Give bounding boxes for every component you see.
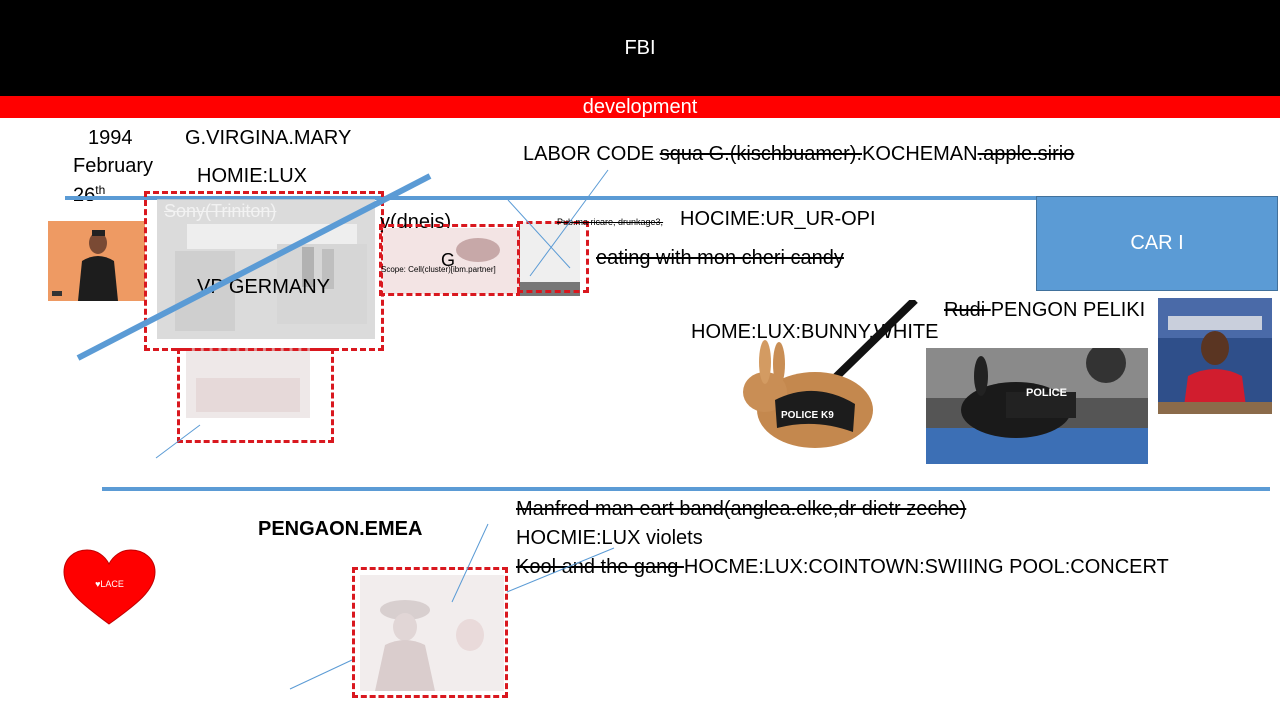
press-secretary-photo: [1158, 298, 1272, 414]
rabbit-k9-image: POLICE K9: [735, 297, 920, 462]
divider-bottom: [102, 487, 1270, 491]
label-manfred: Manfred man eart band(anglea.elke,dr die…: [516, 498, 967, 520]
dashed-frame-sony: [144, 191, 384, 351]
rabbit-police-vest-text: POLICE: [1026, 387, 1067, 399]
label-pengon: PENGON PELIKI: [990, 299, 1146, 321]
dashed-frame-cowboy: [352, 567, 508, 698]
dashed-frame-car: [177, 348, 334, 443]
label-g: G: [441, 250, 456, 270]
page-subtitle: development: [582, 96, 698, 118]
label-hocime: HOCIME:UR_UR-OPI: [680, 208, 876, 230]
connector-line-5: [289, 659, 353, 690]
label-pengaon: PENGAON.EMEA: [258, 518, 423, 540]
press-secretary-art: [1158, 298, 1272, 414]
labor-code-kocheman: KOCHEMAN: [862, 143, 978, 165]
label-homie-lux: HOMIE:LUX: [197, 165, 308, 187]
divider-top: [65, 196, 1278, 200]
label-rudi: Rudi: [944, 299, 991, 321]
labor-code-strike-1: squa G.(kischbuamer).: [659, 143, 862, 165]
label-kool-line: Kool and the gang HOCME:LUX:COINTOWN:SWI…: [516, 556, 1169, 579]
person-photo: [48, 221, 145, 301]
title-bar: FBI: [0, 0, 1280, 96]
label-hocmie-violets: HOCMIE:LUX violets: [516, 527, 703, 549]
label-small-strike: Pub.ma ricare, drunkage3,: [557, 217, 664, 227]
label-kool: Kool and the gang: [516, 556, 684, 578]
label-hocme-concert: HOCME:LUX:COINTOWN:SWIIING POOL:CONCERT: [683, 556, 1169, 578]
rabbit-k9-vest-text: POLICE K9: [781, 410, 834, 421]
labor-code-strike-2: .apple.sirio: [977, 143, 1075, 165]
car-box-label: CAR I: [1130, 232, 1184, 254]
label-virgina: G.VIRGINA.MARY: [185, 127, 352, 149]
date-month: February: [73, 155, 154, 177]
date-year: 1994: [88, 127, 133, 149]
heart-shape: ♥LACE: [62, 548, 157, 628]
label-eating: eating with mon cheri candy: [596, 247, 844, 269]
person-photo-art: [48, 221, 145, 301]
label-scope: Scope: Cell(cluster)[ibm.partner]: [381, 265, 496, 274]
rabbit-police-art: POLICE: [926, 348, 1148, 464]
heart-icon: [63, 549, 156, 625]
label-pengon-line: Rudi PENGON PELIKI: [944, 299, 1145, 322]
rabbit-police-photo: POLICE: [926, 348, 1148, 464]
heart-label: ♥LACE: [62, 579, 157, 589]
car-box: CAR I: [1036, 196, 1278, 291]
labor-code-line: LABOR CODE squa G.(kischbuamer).KOCHEMAN…: [523, 143, 1074, 166]
date-day-suffix: th: [95, 183, 106, 197]
page-title: FBI: [624, 36, 656, 59]
rabbit-k9-art: POLICE K9: [743, 297, 918, 448]
heart-small-icon: ♥: [95, 579, 101, 589]
heart-label-text: LACE: [100, 579, 124, 589]
labor-code-label: LABOR CODE: [523, 143, 660, 165]
dashed-frame-small: [517, 221, 589, 293]
subtitle-bar: development: [0, 96, 1280, 118]
